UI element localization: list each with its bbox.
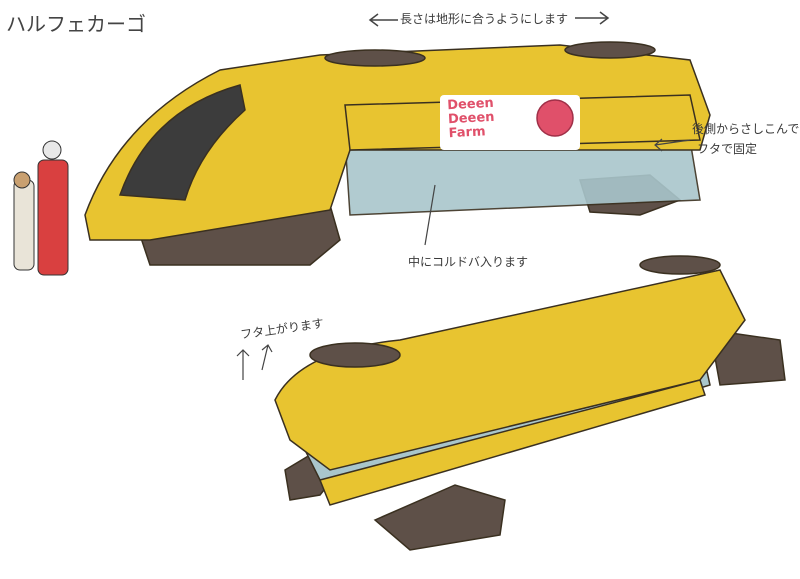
note-length: 長さは地形に合うようにします xyxy=(400,12,569,26)
length-arrow xyxy=(368,11,610,27)
logo-decal: Deeen Deeen Farm xyxy=(446,95,495,142)
vehicle-closed xyxy=(84,41,711,266)
vehicle-open xyxy=(274,255,786,551)
note-inside: 中にコルドバ入ります xyxy=(408,255,529,269)
sketch-title: ハルフェカーゴ xyxy=(6,12,146,36)
characters xyxy=(13,140,69,276)
note-lid-fix: フタで固定 xyxy=(697,142,758,156)
note-rear-insert: 後側からさしこんで xyxy=(692,122,800,136)
